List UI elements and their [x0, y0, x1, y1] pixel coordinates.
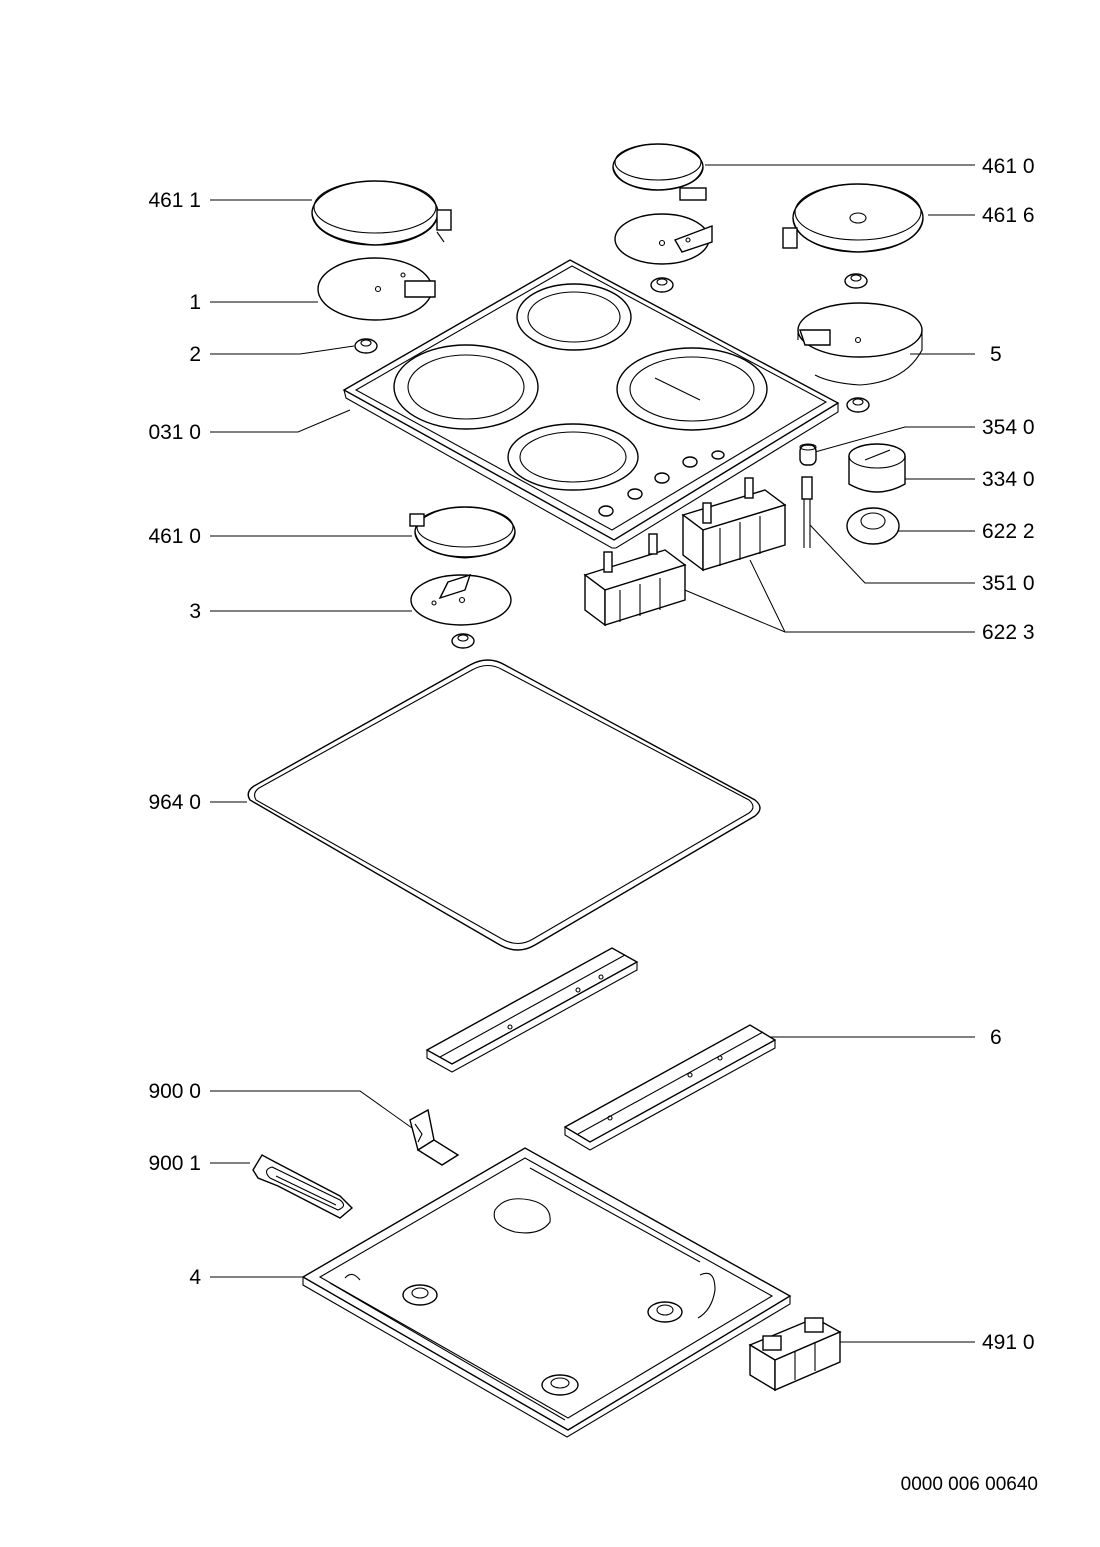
label-2: 2 [189, 343, 201, 366]
spacer-plate-top-center [614, 213, 713, 265]
label-461-1: 461 1 [148, 189, 201, 212]
label-4: 4 [189, 1266, 201, 1289]
label-3: 3 [189, 600, 201, 623]
label-900-0: 900 0 [148, 1080, 201, 1103]
label-5: 5 [990, 343, 1002, 366]
label-622-2: 622 2 [982, 520, 1035, 543]
label-334-0: 334 0 [982, 468, 1035, 491]
gasket-964-0 [247, 659, 761, 951]
nut-right [846, 397, 870, 413]
hob-top-031-0 [342, 259, 840, 549]
label-351-0: 351 0 [982, 572, 1035, 595]
spacer-plate-3 [410, 573, 512, 626]
terminal-block-491-0 [748, 1317, 842, 1392]
label-461-0-top: 461 0 [982, 155, 1035, 178]
knob-bezel-622-2 [846, 507, 900, 545]
switch-block-622-3-right [681, 477, 787, 572]
label-031-0: 031 0 [148, 421, 201, 444]
label-461-0-left: 461 0 [148, 525, 201, 548]
label-354-0: 354 0 [982, 416, 1035, 439]
nut-top-right [844, 273, 868, 289]
nut-left [451, 633, 475, 649]
lamp-354-0 [799, 443, 817, 466]
label-964-0: 964 0 [148, 791, 201, 814]
drawing-number: 0000 006 00640 [901, 1474, 1038, 1495]
leader-lines [210, 164, 975, 1343]
label-1: 1 [189, 291, 201, 314]
hotplate-461-0-left [409, 506, 516, 559]
bracket-900-0 [409, 1108, 460, 1166]
heat-shield-5 [797, 302, 923, 386]
spacer-plate-1 [317, 257, 436, 321]
hotplate-461-1 [311, 180, 452, 246]
nut-2 [354, 338, 378, 354]
bracket-900-1 [252, 1154, 354, 1219]
label-900-1: 900 1 [148, 1152, 201, 1175]
label-491-0: 491 0 [982, 1331, 1035, 1354]
base-tray-4 [301, 1147, 792, 1438]
knob-334-0 [848, 443, 906, 493]
label-622-3: 622 3 [982, 621, 1035, 644]
switch-block-622-3-left [583, 533, 687, 627]
label-461-6: 461 6 [982, 204, 1035, 227]
nut-top-center [650, 277, 674, 293]
rail-upper [425, 947, 639, 1073]
hotplate-461-0-top [612, 143, 707, 201]
thermostat-351-0 [801, 476, 813, 548]
part-number-labels: 461 1 461 0 461 6 1 2 5 031 0 354 0 334 … [148, 155, 1038, 1495]
label-6: 6 [990, 1026, 1002, 1049]
hotplate-461-6 [782, 183, 924, 253]
rail-lower [563, 1024, 777, 1151]
